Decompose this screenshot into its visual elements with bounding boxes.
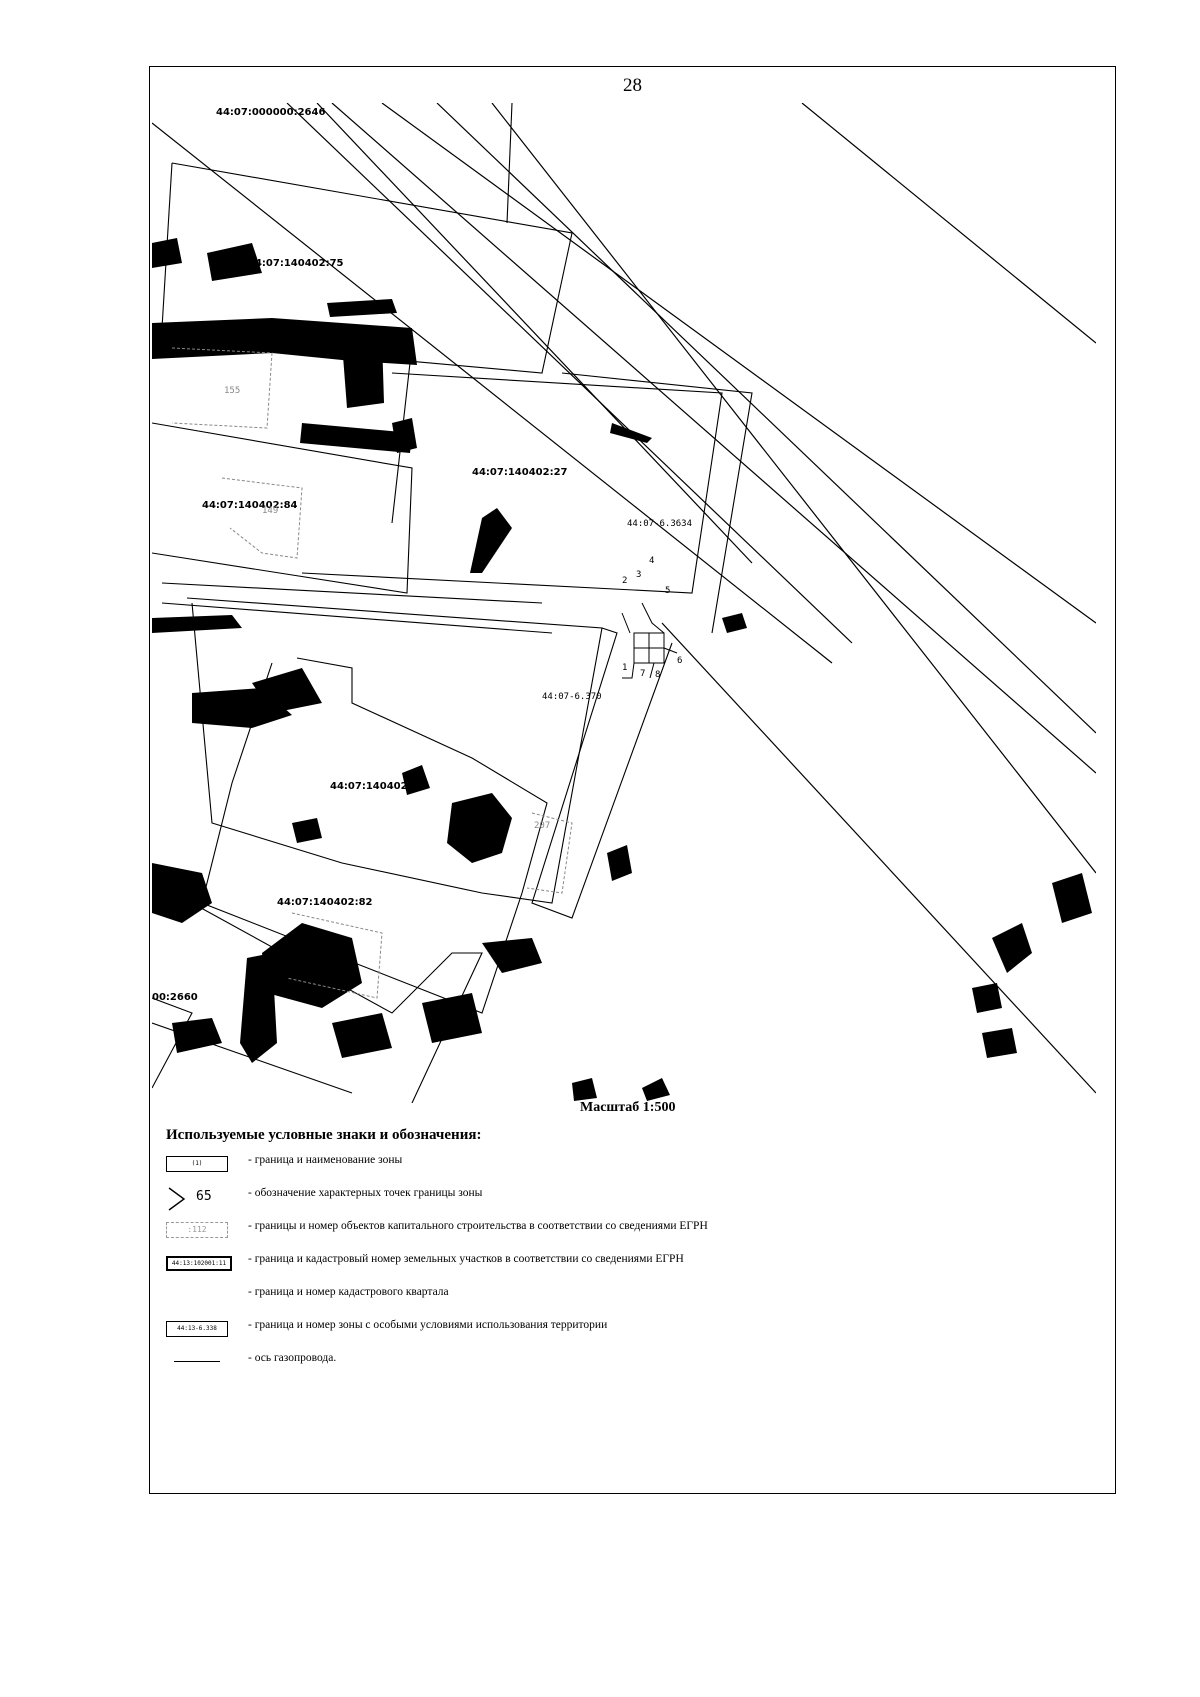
legend-item-zone: (1) - граница и наименование зоны [166,1152,1086,1185]
parcel-boundaries [152,103,753,1103]
legend: Используемые условные знаки и обозначени… [166,1127,1086,1383]
point-label-8: 8 [655,670,660,680]
parcel-label-27[interactable]: 44:07:140402:27 [472,467,568,478]
legend-item-quarter: - граница и номер кадастрового квартала [166,1284,1086,1317]
point-label-1: 1 [622,663,627,673]
legend-item-building: :112 - границы и номер объектов капиталь… [166,1218,1086,1251]
building-boundary-symbol: :112 [166,1222,228,1238]
map-canvas: 44:07:000000:2646 44:07:140402:75 44:07:… [152,103,1096,1103]
point-number-sample: 65 [196,1189,212,1204]
point-label-2: 2 [622,576,627,586]
parcel-label-75[interactable]: 44:07:140402:75 [248,258,344,269]
document-sheet: 28 [149,66,1116,1494]
legend-item-gas-pipeline: - ось газопровода. [166,1350,1086,1383]
legend-title: Используемые условные знаки и обозначени… [166,1127,482,1143]
building-label-155: 155 [224,386,240,396]
zone-boundary-symbol: (1) [166,1156,228,1172]
legend-text: - ось газопровода. [248,1352,337,1364]
gas-pipeline-axes [152,103,1096,1094]
capital-buildings [171,347,573,999]
photo-texture [152,238,1092,1101]
point-label-7: 7 [640,669,645,679]
building-label-149: 149 [262,506,278,516]
legend-text: - границы и номер объектов капитального … [248,1220,708,1232]
legend-text: - граница и номер кадастрового квартала [248,1286,449,1298]
parcel-label-82[interactable]: 44:07:140402:82 [277,897,373,908]
cadastral-quarter-symbol [166,1284,234,1308]
legend-text: - граница и наименование зоны [248,1154,403,1166]
legend-item-land-parcel: 44:13:102001:11 - граница и кадастровый … [166,1251,1086,1284]
zone-point-cluster [621,602,678,679]
zone-label-370[interactable]: 44:07-6.370 [542,692,602,702]
point-label-5: 5 [665,586,670,596]
zone-label-3634[interactable]: 44:07-6.3634 [627,519,692,529]
point-label-4: 4 [649,556,654,566]
map-scale: Масштаб 1:500 [580,1100,676,1115]
parcel-label-53[interactable]: 44:07:140402:53 [330,781,426,792]
parcel-label-2660[interactable]: 00:2660 [152,992,198,1003]
parcel-label-2646[interactable]: 44:07:000000:2646 [216,107,325,118]
cadastral-map[interactable]: 44:07:000000:2646 44:07:140402:75 44:07:… [152,103,1096,1103]
land-parcel-symbol: 44:13:102001:11 [166,1256,232,1271]
building-label-207: 207 [534,821,550,831]
point-marker-icon [168,1187,186,1211]
point-label-3: 3 [636,570,641,580]
gas-pipeline-symbol [174,1361,220,1362]
legend-text: - обозначение характерных точек границы … [248,1187,483,1199]
special-zone-symbol: 44:13-6.338 [166,1321,228,1337]
legend-item-point: 65 - обозначение характерных точек грани… [166,1185,1086,1218]
legend-text: - граница и номер зоны с особыми условия… [248,1319,608,1331]
legend-text: - граница и кадастровый номер земельных … [248,1253,684,1265]
page-number: 28 [623,75,642,96]
legend-item-special-zone: 44:13-6.338 - граница и номер зоны с осо… [166,1317,1086,1350]
point-label-6: 6 [677,656,682,666]
parcel-label-84[interactable]: 44:07:140402:84 [202,500,298,511]
